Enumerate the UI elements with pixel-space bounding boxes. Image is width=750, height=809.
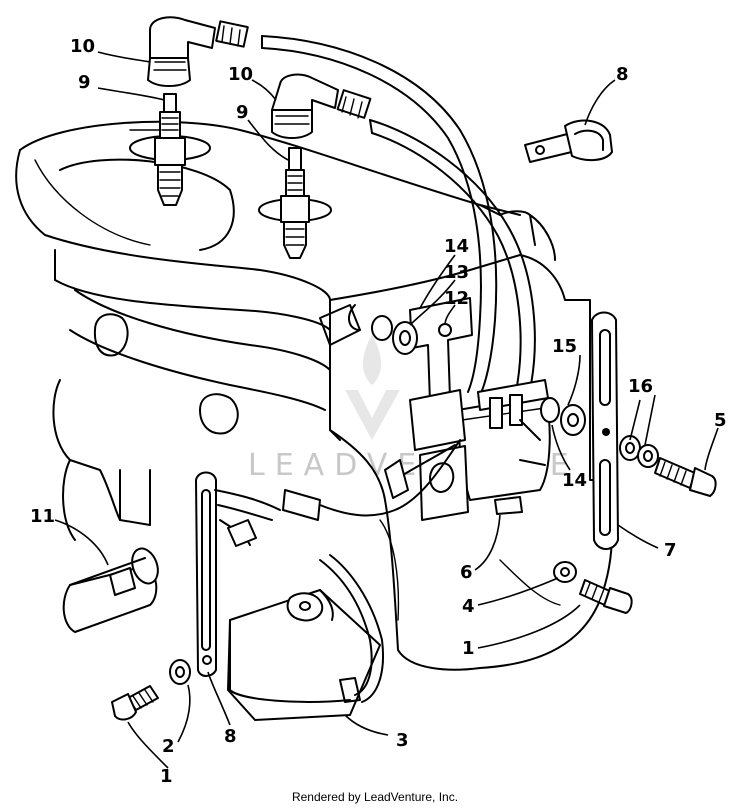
cdi-box <box>227 589 381 721</box>
callout-3: 3 <box>396 730 409 751</box>
callout-4: 4 <box>462 596 475 617</box>
callout-8-top: 8 <box>616 64 629 85</box>
callout-numbers: 10 9 10 9 8 14 13 12 15 16 5 14 7 6 4 1 … <box>30 36 727 787</box>
spark-plug-left <box>129 93 211 206</box>
cable-clip <box>524 119 613 163</box>
callout-9-left: 9 <box>78 72 91 93</box>
grommets <box>371 315 586 436</box>
bolt-right <box>579 579 633 614</box>
washer-4 <box>553 561 577 583</box>
callout-16: 16 <box>628 376 653 397</box>
callout-2: 2 <box>162 736 175 757</box>
callout-10-left: 10 <box>70 36 95 57</box>
ignition-coil <box>457 379 551 515</box>
callout-9-right: 9 <box>236 102 249 123</box>
coil-bracket <box>409 297 473 521</box>
callout-1-right: 1 <box>462 638 475 659</box>
callout-15: 15 <box>552 336 577 357</box>
ignition-leads <box>261 35 536 396</box>
callout-12: 12 <box>444 288 469 309</box>
watermark-logo <box>345 335 400 440</box>
callout-1-left: 1 <box>160 766 173 787</box>
insulator-sleeve <box>62 547 159 633</box>
callout-7: 7 <box>664 540 677 561</box>
washer-2 <box>169 659 191 685</box>
mounting-strap <box>591 311 619 550</box>
callout-14-top: 14 <box>444 236 469 257</box>
leader-lines <box>54 51 719 769</box>
bolt-left <box>111 685 159 721</box>
spark-plug-right <box>258 147 332 259</box>
callout-5: 5 <box>714 410 727 431</box>
cdi-bracket <box>195 471 217 677</box>
spark-plug-boot-left <box>147 16 249 87</box>
callout-11: 11 <box>30 506 55 527</box>
bolt-5 <box>654 457 717 497</box>
callout-13: 13 <box>444 262 469 283</box>
callout-6: 6 <box>460 562 473 583</box>
callout-14-bottom: 14 <box>562 470 587 491</box>
callout-10-right: 10 <box>228 64 253 85</box>
spark-plug-boot-right <box>271 73 372 139</box>
washers <box>619 435 659 468</box>
render-credit: Rendered by LeadVenture, Inc. <box>291 790 459 804</box>
wiring-harness <box>214 439 461 703</box>
callout-8-bottom: 8 <box>224 726 237 747</box>
